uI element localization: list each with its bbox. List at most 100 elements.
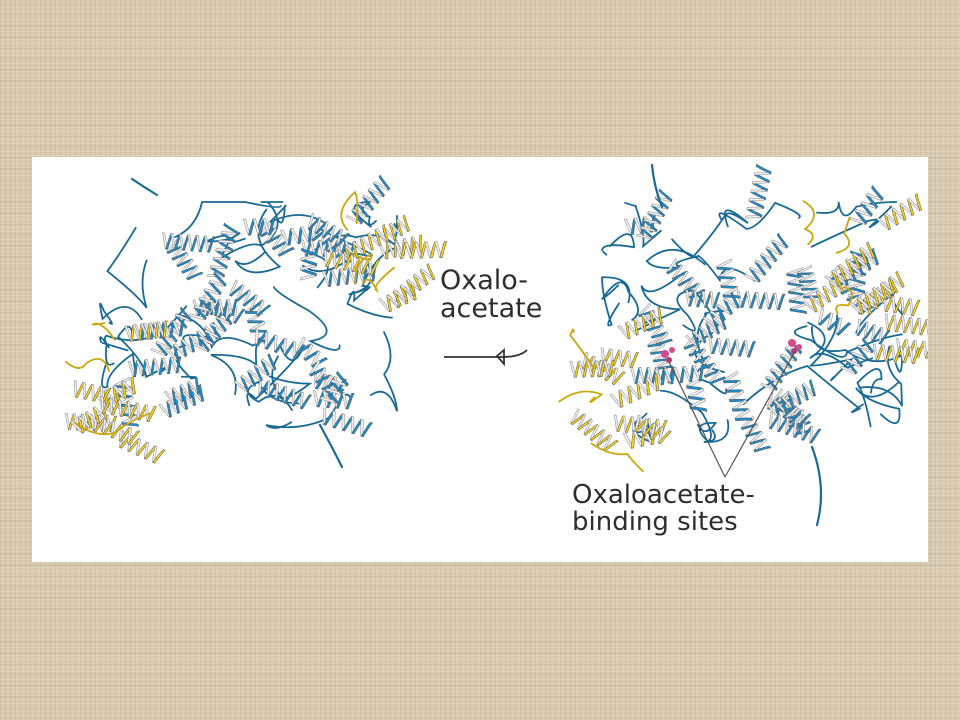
coil-segment <box>811 325 903 373</box>
helix-segment <box>386 263 436 307</box>
coil-segment <box>718 201 801 230</box>
helix-segment <box>884 313 928 337</box>
helix-segment <box>259 220 295 257</box>
coil-segment <box>558 390 604 403</box>
coil-segment <box>106 226 148 309</box>
coil-segment <box>369 331 398 412</box>
helix-segment <box>299 247 318 281</box>
protein-structure-diagram <box>64 163 928 527</box>
coil-segment <box>659 389 716 443</box>
helix-segment <box>768 411 822 444</box>
coil-segment <box>650 163 664 209</box>
coil-segment <box>340 190 359 231</box>
helix-segment <box>166 238 204 281</box>
coil-segment <box>802 200 815 246</box>
helix-segment <box>242 218 276 236</box>
coil-segment <box>91 322 116 341</box>
helix-segment <box>207 222 239 278</box>
helix-segment <box>378 282 417 313</box>
helix-segment <box>882 294 921 316</box>
open-form-protein-ribbon-icon <box>64 174 448 469</box>
helix-segment <box>716 258 741 299</box>
helix-segment <box>323 407 374 438</box>
coil-segment <box>693 209 749 257</box>
coil-segment <box>696 419 730 443</box>
coil-segment <box>350 252 373 285</box>
helix-segment <box>766 379 817 418</box>
helix-segment <box>312 390 355 410</box>
coil-segment <box>601 233 635 256</box>
helix-segment <box>736 290 786 311</box>
coil-segment <box>808 314 854 382</box>
coil-segment <box>268 204 328 226</box>
helix-segment <box>666 258 706 300</box>
coil-segment <box>856 368 883 428</box>
helix-segment <box>192 309 233 353</box>
helix-segment <box>848 277 896 315</box>
helix-segment <box>570 408 619 452</box>
helix-segment <box>188 271 227 321</box>
helix-segment <box>609 373 660 408</box>
helix-segment <box>319 370 349 404</box>
coil-segment <box>234 208 282 274</box>
binding-sites-label-line2: binding sites <box>572 507 738 538</box>
coil-segment <box>101 352 137 389</box>
helix-segment <box>229 279 272 317</box>
closed-form-protein-ribbon-icon <box>558 163 928 527</box>
helix-segment <box>255 328 306 360</box>
helix-segment <box>233 353 277 393</box>
coil-segment <box>174 201 282 238</box>
oxaloacetate-ligand-icon <box>661 347 675 363</box>
coil-segment <box>346 286 393 319</box>
helix-segment <box>307 212 351 247</box>
helix-segment <box>849 185 884 225</box>
helix-segment <box>872 343 921 364</box>
coil-segment <box>590 442 644 473</box>
coil-segment <box>273 286 341 351</box>
coil-segment <box>210 337 262 396</box>
coil-segment <box>218 201 284 261</box>
helix-segment <box>323 249 381 276</box>
helix-segment <box>744 163 772 219</box>
helix-segment <box>617 306 663 340</box>
reactant-label-line1: Oxalo- <box>440 265 529 296</box>
helix-segment <box>786 267 807 315</box>
helix-segment <box>824 241 876 288</box>
binding-sites-label: Oxaloacetate- binding sites <box>572 481 792 538</box>
reaction-arrow <box>444 348 528 367</box>
helix-segment <box>394 241 448 259</box>
helix-segment <box>802 275 845 313</box>
helix-segment <box>321 264 377 287</box>
coil-segment <box>793 325 903 358</box>
helix-segment <box>127 356 182 378</box>
reactant-label-line2: acetate <box>440 293 543 325</box>
oxaloacetate-ligand-icon <box>788 339 802 354</box>
coil-segment <box>318 423 344 469</box>
coil-segment <box>569 328 594 368</box>
helix-segment <box>654 363 705 386</box>
helix-segment <box>722 370 753 422</box>
helix-segment <box>634 414 672 445</box>
reactant-label: Oxalo- acetate <box>440 265 550 325</box>
helix-segment <box>622 427 657 449</box>
helix-segment <box>876 193 923 231</box>
coil-segment <box>835 286 853 315</box>
coil-segment <box>835 216 851 254</box>
reaction-arrow-head <box>482 338 522 357</box>
helix-segment <box>796 264 821 299</box>
helix-segment <box>685 312 727 348</box>
helix-segment <box>743 232 789 283</box>
coil-segment <box>73 412 152 436</box>
coil-segment <box>64 358 110 373</box>
coil-segment <box>676 289 716 332</box>
coil-segment <box>858 345 903 407</box>
helix-segment <box>817 307 852 336</box>
helix-segment <box>162 232 216 253</box>
helix-segment <box>685 289 721 309</box>
coil-segment <box>99 302 143 325</box>
helix-segment <box>856 318 891 345</box>
helix-segment <box>740 415 772 453</box>
coil-segment <box>174 334 208 380</box>
helix-segment <box>686 377 708 412</box>
helix-segment <box>100 396 158 423</box>
